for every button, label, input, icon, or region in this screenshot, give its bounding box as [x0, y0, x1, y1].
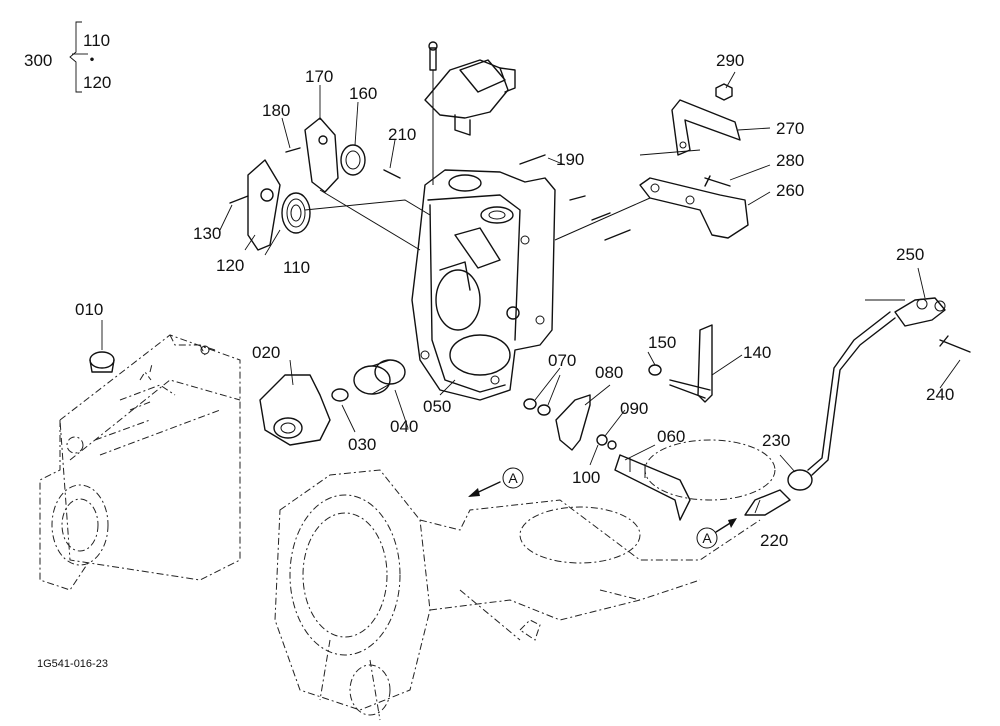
label-270: 270: [776, 119, 804, 138]
gear-case: [274, 439, 776, 721]
section-label-a-bottom: A: [702, 530, 712, 546]
label-010: 010: [75, 300, 103, 319]
section-marker-bottom: A: [696, 518, 737, 549]
label-050: 050: [423, 397, 451, 416]
label-100: 100: [572, 468, 600, 487]
engine-block: [39, 334, 241, 591]
section-marker-top: A: [468, 467, 524, 497]
assembly-number: 300: [24, 51, 52, 70]
governor-lever-parts: [229, 117, 431, 251]
label-140: 140: [743, 343, 771, 362]
front-components: [89, 351, 406, 446]
label-090: 090: [620, 399, 648, 418]
label-220: 220: [760, 531, 788, 550]
part-labels: 010 020 030 040 050 060 070 080 090 100 …: [75, 51, 954, 550]
label-150: 150: [648, 333, 676, 352]
assembly-callout: 300 110 ・ 120: [24, 21, 111, 93]
label-110: 110: [283, 258, 310, 277]
label-170: 170: [305, 67, 333, 86]
label-210: 210: [388, 125, 416, 144]
label-070: 070: [548, 351, 576, 370]
assembly-range-to: 120: [83, 73, 111, 92]
label-120: 120: [216, 256, 244, 275]
label-160: 160: [349, 84, 377, 103]
label-190: 190: [556, 150, 584, 169]
label-240: 240: [926, 385, 954, 404]
label-290: 290: [716, 51, 744, 70]
label-060: 060: [657, 427, 685, 446]
leader-lines: [72, 53, 961, 514]
assembly-separator: ・: [84, 51, 101, 70]
label-280: 280: [776, 151, 804, 170]
assembly-range-from: 110: [83, 31, 110, 50]
label-230: 230: [762, 431, 790, 450]
label-080: 080: [595, 363, 623, 382]
stop-solenoid: [424, 41, 516, 185]
label-030: 030: [348, 435, 376, 454]
governor-housing: [411, 169, 556, 401]
label-250: 250: [896, 245, 924, 264]
label-130: 130: [193, 224, 221, 243]
label-260: 260: [776, 181, 804, 200]
section-label-a-top: A: [508, 470, 518, 486]
brackets: [519, 83, 749, 241]
label-020: 020: [252, 343, 280, 362]
label-180: 180: [262, 101, 290, 120]
label-040: 040: [390, 417, 418, 436]
figure-code: 1G541-016-23: [37, 658, 108, 670]
